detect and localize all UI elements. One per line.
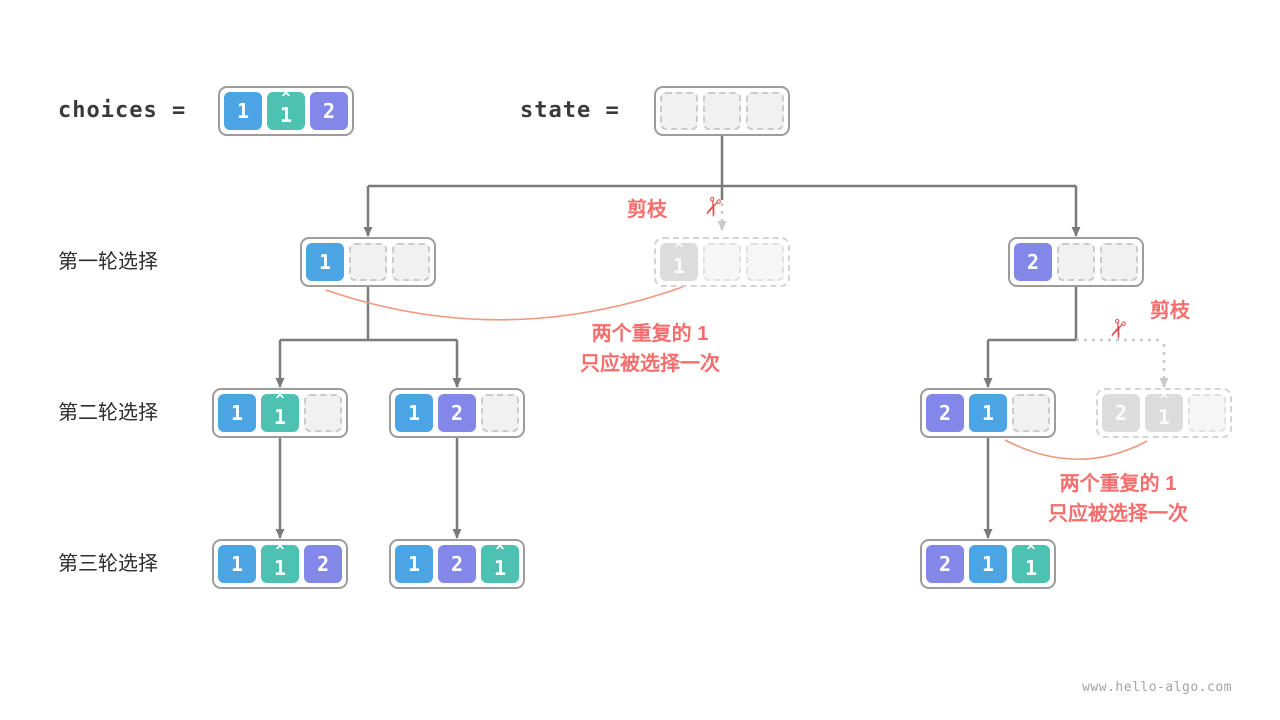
empty-cell [746, 243, 784, 281]
choice-cell-2: 2 [926, 545, 964, 583]
cell-digit: 1 [230, 552, 244, 576]
round1-pruned-box: 1^ [654, 237, 790, 287]
choice-cell-2: 2 [304, 545, 342, 583]
hat-mark: ^ [495, 542, 505, 560]
empty-cell [392, 243, 430, 281]
round1-choice-2-box: 2 [1008, 237, 1144, 287]
cell-digit: 1 [981, 401, 995, 425]
round1-choice-1-box: 1 [300, 237, 436, 287]
duplicate-note-2: 两个重复的 1 只应被选择一次 [1048, 469, 1188, 529]
choice-cell-1: 1 [969, 545, 1007, 583]
choice-cell-2: 2 [438, 394, 476, 432]
cell-digit: 2 [1026, 250, 1040, 274]
cell-digit: 1 [230, 401, 244, 425]
empty-cell [1188, 394, 1226, 432]
note-line: 只应被选择一次 [1048, 503, 1188, 525]
choice-cell-1-hat: 1^ [1145, 391, 1183, 432]
empty-cell [1012, 394, 1050, 432]
empty-cell [660, 92, 698, 130]
choice-cell-1: 1 [224, 92, 262, 130]
prune-label-1: 剪枝 [627, 199, 667, 221]
empty-cell [703, 92, 741, 130]
cell-digit: 2 [316, 552, 330, 576]
hat-mark: ^ [275, 542, 285, 560]
duplicate-curve-2 [1004, 439, 1148, 460]
hat-mark: ^ [275, 391, 285, 409]
choice-cell-2: 2 [1102, 394, 1140, 432]
choice-cell-1-hat: 1^ [261, 542, 299, 583]
choice-cell-1-hat: 1^ [1012, 542, 1050, 583]
choice-cell-1: 1 [218, 545, 256, 583]
empty-cell [703, 243, 741, 281]
choice-cell-1: 1 [306, 243, 344, 281]
watermark: www.hello-algo.com [1082, 680, 1232, 695]
cell-digit: 1 [1157, 405, 1171, 429]
empty-cell [349, 243, 387, 281]
note-line: 两个重复的 1 [1059, 473, 1177, 495]
pruned-branches [717, 203, 1169, 388]
choice-cell-1-hat: 1^ [660, 240, 698, 281]
hat-mark: ^ [1026, 542, 1036, 560]
prune-label-2: 剪枝 [1150, 300, 1190, 322]
choices-expression: choices = [58, 98, 187, 123]
choice-cell-1-hat: 1^ [267, 89, 305, 130]
duplicate-note-1: 两个重复的 1 只应被选择一次 [580, 319, 720, 379]
empty-cell [746, 92, 784, 130]
empty-cell [1057, 243, 1095, 281]
solid-branches [275, 134, 1081, 539]
cell-digit: 1 [273, 556, 287, 580]
duplicate-connectors [325, 284, 1148, 460]
cell-digit: 1 [981, 552, 995, 576]
hat-mark: ^ [674, 240, 684, 258]
cell-digit: 1 [279, 103, 293, 127]
cell-digit: 1 [407, 552, 421, 576]
row-label-round2: 第二轮选择 [58, 402, 158, 424]
row-label-round3: 第三轮选择 [58, 553, 158, 575]
cell-digit: 2 [938, 401, 952, 425]
cell-digit: 2 [938, 552, 952, 576]
empty-cell [1100, 243, 1138, 281]
choice-cell-2: 2 [438, 545, 476, 583]
duplicate-curve-1 [325, 284, 689, 321]
state-box [654, 86, 790, 136]
state-expression: state = [520, 98, 620, 123]
cell-digit: 1 [1024, 556, 1038, 580]
cell-digit: 1 [672, 254, 686, 278]
cell-digit: 1 [273, 405, 287, 429]
cell-digit: 1 [407, 401, 421, 425]
row-label-round1: 第一轮选择 [58, 251, 158, 273]
choice-cell-1: 1 [395, 545, 433, 583]
cell-digit: 2 [450, 552, 464, 576]
choice-cell-2: 2 [926, 394, 964, 432]
hat-mark: ^ [281, 89, 291, 107]
choice-cell-2: 2 [310, 92, 348, 130]
cell-digit: 2 [1114, 401, 1128, 425]
cell-digit: 2 [322, 99, 336, 123]
choice-cell-1: 1 [969, 394, 1007, 432]
cell-digit: 2 [450, 401, 464, 425]
choice-cell-1-hat: 1^ [261, 391, 299, 432]
cell-digit: 1 [493, 556, 507, 580]
empty-cell [304, 394, 342, 432]
cell-digit: 1 [318, 250, 332, 274]
round2-pruned-box: 2 1^ [1096, 388, 1232, 438]
note-line: 两个重复的 1 [591, 323, 709, 345]
choice-cell-2: 2 [1014, 243, 1052, 281]
empty-cell [481, 394, 519, 432]
hat-mark: ^ [1159, 391, 1169, 409]
cell-digit: 1 [236, 99, 250, 123]
note-line: 只应被选择一次 [580, 353, 720, 375]
choice-cell-1: 1 [218, 394, 256, 432]
choice-cell-1: 1 [395, 394, 433, 432]
choice-cell-1-hat: 1^ [481, 542, 519, 583]
